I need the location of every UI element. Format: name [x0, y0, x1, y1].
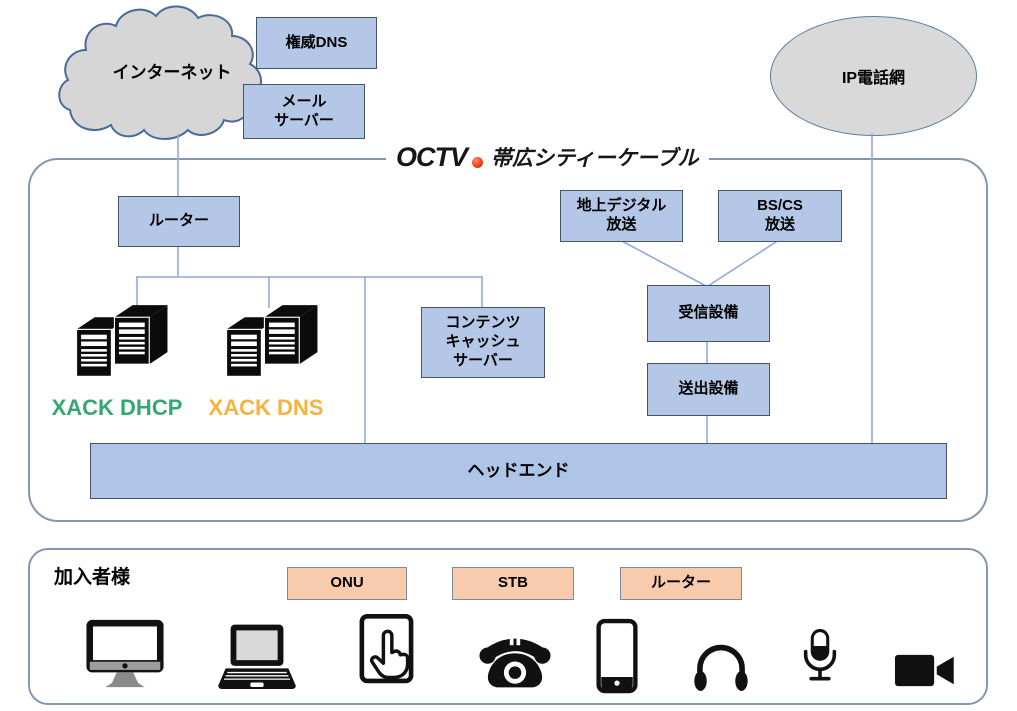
logo-company-name: 帯広シティーケーブル: [491, 147, 699, 170]
ip-phone-label: IP電話網: [841, 70, 906, 87]
sending-box: 送出設備: [647, 363, 770, 416]
subscriber-section-label: 加入者様: [54, 567, 131, 588]
cloud-icon: [58, 5, 262, 140]
internet-cloud: [58, 4, 276, 146]
xack-dns-label: XACK DNS: [208, 395, 324, 420]
content-cache-box: コンテンツ キャッシュ サーバー: [421, 307, 545, 378]
content-cache-label: コンテンツ キャッシュ サーバー: [445, 314, 521, 369]
dns-server-icon: [225, 305, 318, 377]
subscriber-frame: [28, 548, 988, 705]
stb-label: STB: [498, 574, 528, 592]
internet-label: インターネット: [112, 63, 232, 82]
logo-red-dot-icon: [472, 156, 484, 168]
device-microphone: [798, 612, 842, 694]
device-video-camera: [891, 612, 959, 694]
device-telephone: [477, 612, 553, 694]
wire-bscs-receiving: [707, 239, 780, 287]
device-desktop: [83, 612, 167, 694]
router-label: ルーター: [148, 212, 209, 230]
device-tablet: [357, 612, 419, 694]
receiving-label: 受信設備: [678, 304, 739, 322]
device-laptop: [214, 612, 300, 694]
tablet-touch-icon: [359, 614, 414, 684]
bscs-label: BS/CS 放送: [757, 197, 803, 233]
bscs-box: BS/CS 放送: [718, 190, 842, 242]
terrestrial-box: 地上デジタル 放送: [560, 190, 683, 242]
auth-dns-label: 権威DNS: [285, 33, 348, 51]
microphone-icon: [803, 629, 837, 681]
xack-dhcp-label: XACK DHCP: [51, 395, 183, 420]
headphones-icon: [694, 644, 748, 691]
dhcp-server-icon: [75, 305, 168, 377]
auth-dns-box: 権威DNS: [256, 17, 377, 69]
ip-phone-network: IP電話網: [770, 16, 977, 136]
stb-box: STB: [452, 567, 574, 600]
router-box: ルーター: [118, 196, 240, 247]
telephone-icon: [479, 638, 551, 688]
mail-server-box: メール サーバー: [243, 84, 365, 139]
onu-box: ONU: [287, 567, 407, 600]
sending-label: 送出設備: [678, 380, 739, 398]
video-camera-icon: [894, 654, 954, 687]
receiving-box: 受信設備: [647, 285, 770, 342]
device-headphones: [690, 612, 752, 694]
desktop-icon: [86, 619, 164, 688]
smartphone-icon: [596, 618, 638, 694]
logo-acronym: OCTV: [396, 141, 468, 172]
headend-bar: ヘッドエンド: [90, 443, 947, 499]
mail-server-label: メール サーバー: [274, 92, 334, 129]
onu-label: ONU: [330, 574, 364, 592]
subscriber-router-label: ルーター: [650, 574, 711, 592]
wire-terrestrial-receiving: [619, 239, 707, 287]
terrestrial-label: 地上デジタル 放送: [576, 197, 667, 233]
company-logo: OCTV 帯広シティーケーブル: [386, 139, 709, 175]
subscriber-router-box: ルーター: [620, 567, 742, 600]
device-smartphone: [596, 612, 638, 694]
laptop-icon: [218, 624, 296, 690]
headend-label: ヘッドエンド: [467, 461, 570, 481]
